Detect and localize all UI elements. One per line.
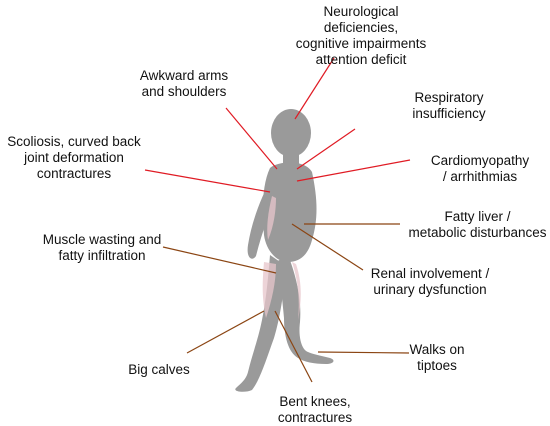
leader-scoliosis <box>144 169 271 193</box>
label-neurological: Neurological deficiencies, cognitive imp… <box>295 4 427 67</box>
label-awkward-arms: Awkward arms and shoulders <box>139 68 229 99</box>
label-bent-knees: Bent knees, contractures <box>277 394 353 425</box>
label-muscle-wasting: Muscle wasting and fatty infiltration <box>42 232 162 263</box>
leader-knees <box>274 310 313 383</box>
leader-muscle <box>162 246 277 274</box>
leader-neuro <box>294 57 335 120</box>
back-highlight <box>267 196 276 240</box>
label-fatty-liver: Fatty liver / metabolic disturbances <box>408 209 547 240</box>
highlight-areas <box>262 196 301 320</box>
label-respiratory: Respiratory insufficiency <box>412 90 486 121</box>
leader-arms <box>225 107 278 170</box>
label-walks-on-tiptoes: Walks on tiptoes <box>409 342 465 373</box>
back-leg <box>235 255 286 392</box>
label-big-calves: Big calves <box>128 362 190 377</box>
red-leaders <box>144 57 411 193</box>
head <box>271 109 311 157</box>
front-arm <box>290 176 307 246</box>
leader-renal <box>291 223 364 271</box>
neck <box>283 150 299 166</box>
leader-calves <box>186 310 265 354</box>
leader-cardio <box>296 159 411 182</box>
leader-respiratory <box>296 128 356 170</box>
leader-tiptoes <box>317 351 410 354</box>
thigh-highlight <box>262 262 276 318</box>
label-renal: Renal involvement / urinary dysfunction <box>370 266 490 297</box>
label-scoliosis: Scoliosis, curved back joint deformation… <box>7 134 141 181</box>
label-cardiomyopathy: Cardiomyopathy / arrhithmias <box>430 153 530 184</box>
front-leg <box>276 255 334 364</box>
child-silhouette <box>235 109 334 392</box>
brown-leaders <box>162 223 410 383</box>
front-thigh-highlight <box>292 262 301 320</box>
